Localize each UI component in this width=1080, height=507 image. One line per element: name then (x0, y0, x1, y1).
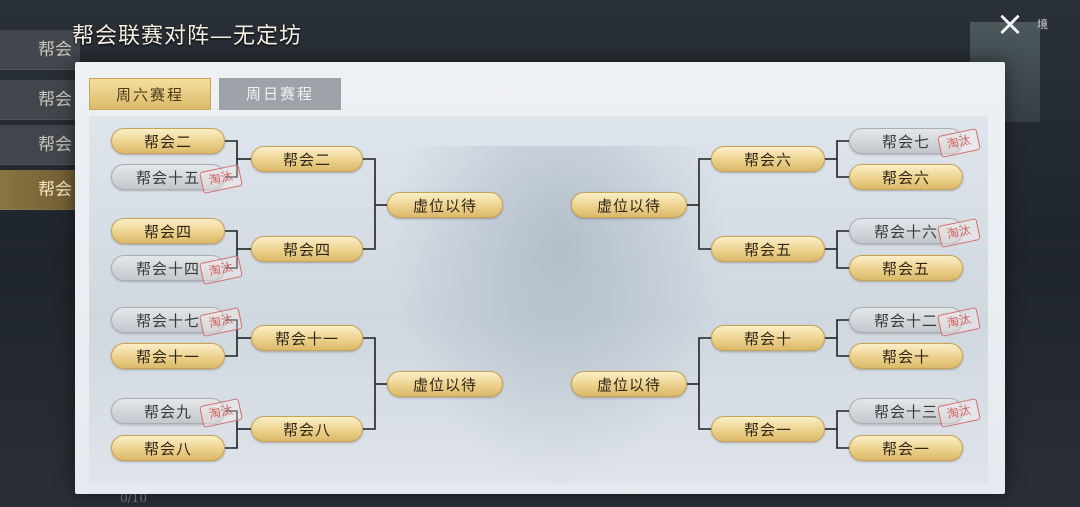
team-left-r1[interactable]: 帮会十五 (111, 164, 225, 190)
bracket-lines (225, 140, 849, 449)
team-left-r1[interactable]: 帮会十七 (111, 307, 225, 333)
team-right-r1[interactable]: 帮会一 (849, 435, 963, 461)
team-left-r2[interactable]: 帮会二 (251, 146, 363, 172)
team-left-r2[interactable]: 帮会四 (251, 236, 363, 262)
bracket-connector (698, 337, 711, 430)
bg-sidebar-item: 帮会 (0, 170, 80, 210)
team-right-r1[interactable]: 帮会六 (849, 164, 963, 190)
bg-sidebar-item: 帮会 (0, 125, 80, 165)
team-left-r1[interactable]: 帮会四 (111, 218, 225, 244)
team-right-r3[interactable]: 虚位以待 (571, 371, 687, 397)
team-left-r1[interactable]: 帮会九 (111, 398, 225, 424)
team-left-r3[interactable]: 虚位以待 (387, 371, 503, 397)
team-right-r1[interactable]: 帮会十 (849, 343, 963, 369)
bracket-connector (836, 319, 849, 357)
background-text: 境 (1037, 18, 1048, 31)
bracket-connector (363, 337, 376, 430)
team-left-r1[interactable]: 帮会八 (111, 435, 225, 461)
team-right-r1[interactable]: 帮会五 (849, 255, 963, 281)
team-right-r1[interactable]: 帮会十三 (849, 398, 963, 424)
team-right-r2[interactable]: 帮会一 (711, 416, 825, 442)
close-icon[interactable]: × (995, 4, 1025, 44)
bg-sidebar-item: 帮会 (0, 30, 80, 70)
background-sidebar: 帮会 帮会 帮会 帮会 (0, 20, 80, 220)
team-right-r1[interactable]: 帮会十二 (849, 307, 963, 333)
tab-sunday[interactable]: 周日赛程 (219, 78, 341, 110)
page-title: 帮会联赛对阵—无定坊 (72, 24, 303, 49)
team-left-r2[interactable]: 帮会八 (251, 416, 363, 442)
bracket-connector (698, 158, 711, 250)
team-right-r1[interactable]: 帮会七 (849, 128, 963, 154)
team-right-r3[interactable]: 虚位以待 (571, 192, 687, 218)
bg-sidebar-item: 帮会 (0, 80, 80, 120)
background-counter: 0/10 (120, 491, 147, 505)
tab-saturday[interactable]: 周六赛程 (89, 78, 211, 110)
team-right-r1[interactable]: 帮会十六 (849, 218, 963, 244)
team-right-r2[interactable]: 帮会十 (711, 325, 825, 351)
team-left-r2[interactable]: 帮会十一 (251, 325, 363, 351)
bracket-connector (836, 230, 849, 269)
team-left-r1[interactable]: 帮会十四 (111, 255, 225, 281)
team-left-r3[interactable]: 虚位以待 (387, 192, 503, 218)
team-left-r1[interactable]: 帮会二 (111, 128, 225, 154)
team-left-r1[interactable]: 帮会十一 (111, 343, 225, 369)
bracket-connector (836, 410, 849, 449)
team-right-r2[interactable]: 帮会六 (711, 146, 825, 172)
bracket-connector (363, 158, 376, 250)
team-right-r2[interactable]: 帮会五 (711, 236, 825, 262)
tournament-bracket: 帮会二帮会十五淘汰帮会四帮会十四淘汰帮会十七淘汰帮会十一帮会九淘汰帮会八帮会二帮… (89, 116, 988, 484)
bracket-connector (836, 140, 849, 178)
